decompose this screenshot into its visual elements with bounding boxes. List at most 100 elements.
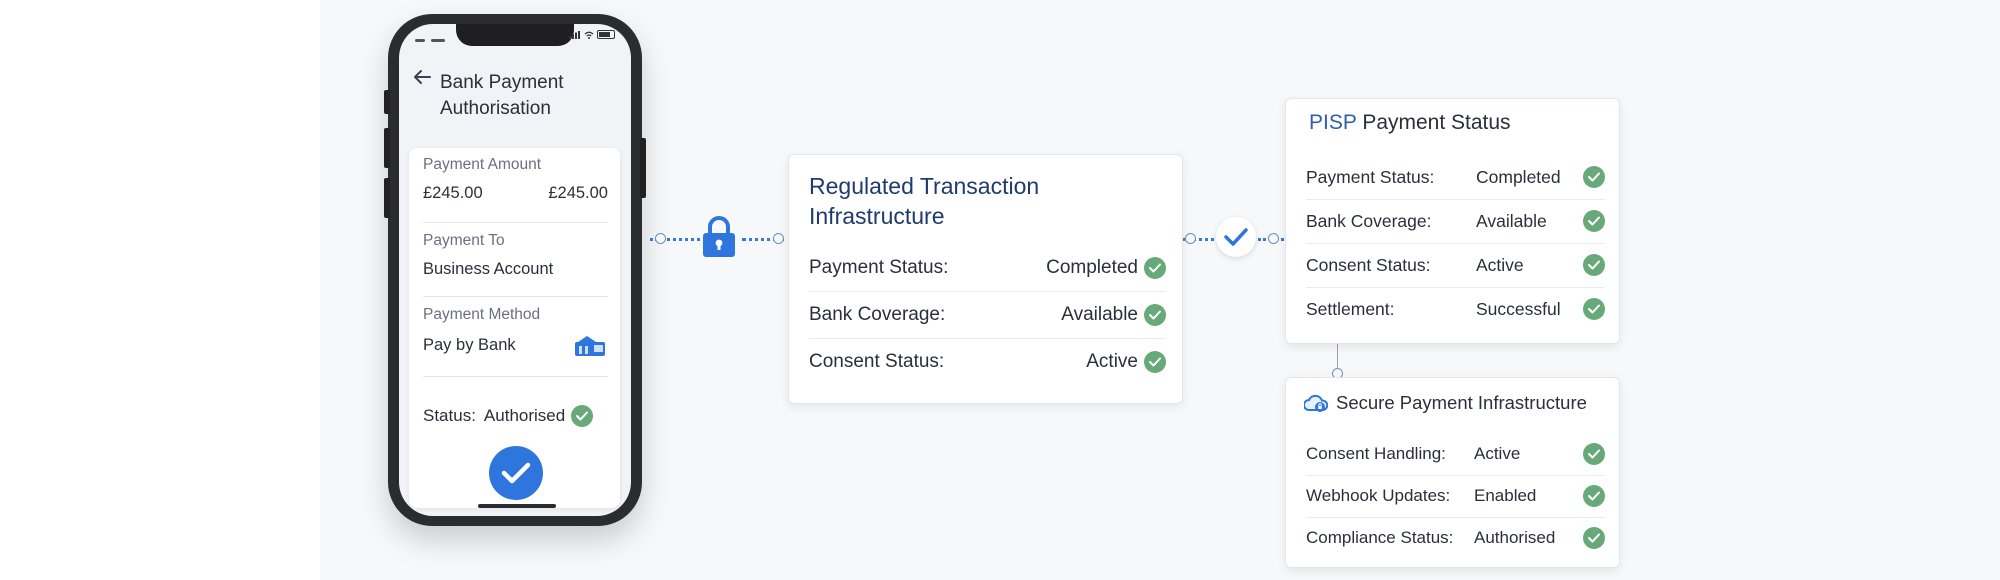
check-icon [1583, 210, 1605, 232]
verification-node [1216, 217, 1256, 257]
row-key: Settlement: [1306, 298, 1395, 319]
row-value: Active [1476, 254, 1524, 275]
row-value: Enabled [1474, 486, 1537, 505]
check-icon [501, 462, 531, 484]
amount-label: Payment Amount [423, 156, 542, 173]
row-value: Active [1474, 444, 1521, 463]
bank-icon [575, 336, 605, 356]
method-section[interactable]: Payment Method Pay by Bank [423, 306, 608, 377]
row-value: Available [1476, 210, 1547, 231]
confirm-button[interactable] [489, 446, 543, 500]
check-icon [1224, 228, 1248, 246]
connector-node [773, 233, 784, 244]
connector-node [1185, 233, 1196, 244]
row-key: Compliance Status: [1306, 528, 1454, 547]
table-row: Consent Status: Active [1306, 243, 1605, 288]
table-row: Payment Status: Completed [809, 245, 1166, 292]
phone-volume-up [384, 128, 390, 168]
amount-section: Payment Amount £245.00 £245.00 [423, 156, 608, 223]
wifi-icon [584, 31, 594, 39]
check-icon [1583, 298, 1605, 320]
phone-volume-down [384, 178, 390, 218]
check-icon [1583, 485, 1605, 507]
phone-side-button [384, 90, 390, 114]
card-title: Secure Payment Infrastructure [1304, 392, 1587, 414]
row-value: Active [1086, 351, 1138, 372]
secure-infrastructure-card: Secure Payment Infrastructure Consent Ha… [1285, 377, 1620, 568]
check-icon [1583, 527, 1605, 549]
payee-value: Business Account [423, 260, 554, 278]
app-header: Bank Payment Authorisation [399, 60, 631, 134]
row-key: Payment Status: [1306, 166, 1435, 187]
phone-notch [456, 24, 574, 46]
table-row: Settlement: Successful [1306, 287, 1605, 331]
payee-label: Payment To [423, 232, 505, 249]
back-arrow-icon[interactable] [413, 68, 431, 91]
signal-icon [569, 30, 580, 39]
row-key: Bank Coverage: [1306, 210, 1432, 231]
table-row: Compliance Status: Authorised [1306, 517, 1605, 559]
row-value-wrap: Completed [1046, 257, 1166, 279]
row-key: Bank Coverage: [809, 304, 946, 325]
payment-summary-card: Payment Amount £245.00 £245.00 Payment T… [409, 148, 620, 508]
table-row: Payment Status: Completed [1306, 155, 1605, 200]
check-icon [1583, 166, 1605, 188]
table-row: Bank Coverage: Available [809, 292, 1166, 339]
status-label: Status: [423, 406, 476, 425]
card-title-text: Secure Payment Infrastructure [1336, 392, 1587, 413]
row-key: Consent Status: [1306, 254, 1431, 275]
table-row: Consent Status: Active [809, 339, 1166, 385]
phone-power-button [640, 138, 646, 198]
regulated-infrastructure-card: Regulated Transaction Infrastructure Pay… [788, 154, 1183, 404]
cloud-lock-icon [1304, 394, 1328, 412]
row-value: Completed [1476, 166, 1561, 187]
phone-screen: Bank Payment Authorisation Payment Amoun… [399, 24, 631, 516]
check-icon [1144, 351, 1166, 373]
method-value: Pay by Bank [423, 336, 516, 354]
table-row: Webhook Updates: Enabled [1306, 475, 1605, 518]
row-value-wrap: Active [1086, 351, 1166, 373]
connector-line [650, 238, 700, 241]
status-bar-left [415, 32, 455, 43]
battery-icon [597, 30, 615, 39]
connector-vertical [1337, 342, 1338, 369]
card-title: Regulated Transaction Infrastructure [809, 173, 1040, 229]
check-icon [1583, 254, 1605, 276]
card-title-rest: Payment Status [1356, 111, 1511, 134]
check-icon [1144, 304, 1166, 326]
connector-node [655, 233, 666, 244]
payment-status-row: Status: Authorised [423, 405, 608, 427]
row-key: Webhook Updates: [1306, 486, 1451, 505]
row-key: Payment Status: [809, 257, 949, 278]
amount-row: £245.00 £245.00 [423, 184, 608, 203]
connector-line [1182, 238, 1214, 241]
card-title: PISP Payment Status [1309, 111, 1511, 135]
row-value-wrap: Available [1061, 304, 1166, 326]
row-value: Successful [1476, 298, 1561, 319]
home-indicator [478, 504, 556, 508]
row-key: Consent Status: [809, 351, 945, 372]
card-title-prefix: PISP [1309, 111, 1357, 134]
table-row: Consent Handling: Active [1306, 433, 1605, 476]
row-value: Available [1061, 304, 1138, 325]
check-icon [1144, 257, 1166, 279]
row-key: Consent Handling: [1306, 444, 1446, 463]
status-bar-right [569, 30, 615, 39]
row-value: Completed [1046, 257, 1138, 278]
check-icon [1583, 443, 1605, 465]
pisp-status-card: PISP Payment Status Payment Status: Comp… [1285, 98, 1620, 344]
table-row: Bank Coverage: Available [1306, 199, 1605, 244]
payee-section: Payment To Business Account [423, 232, 608, 297]
method-label: Payment Method [423, 306, 541, 323]
row-value: Authorised [1474, 528, 1556, 547]
page-title: Bank Payment Authorisation [440, 72, 564, 119]
status-value: Authorised [483, 406, 566, 425]
connector-node [1268, 233, 1279, 244]
phone-mockup: Bank Payment Authorisation Payment Amoun… [384, 14, 646, 526]
connector-line [742, 238, 784, 241]
lock-icon [703, 216, 735, 257]
background-panel [0, 0, 320, 580]
amount-value: £245.00 [423, 184, 483, 202]
amount-value-secondary: £245.00 [548, 184, 608, 202]
